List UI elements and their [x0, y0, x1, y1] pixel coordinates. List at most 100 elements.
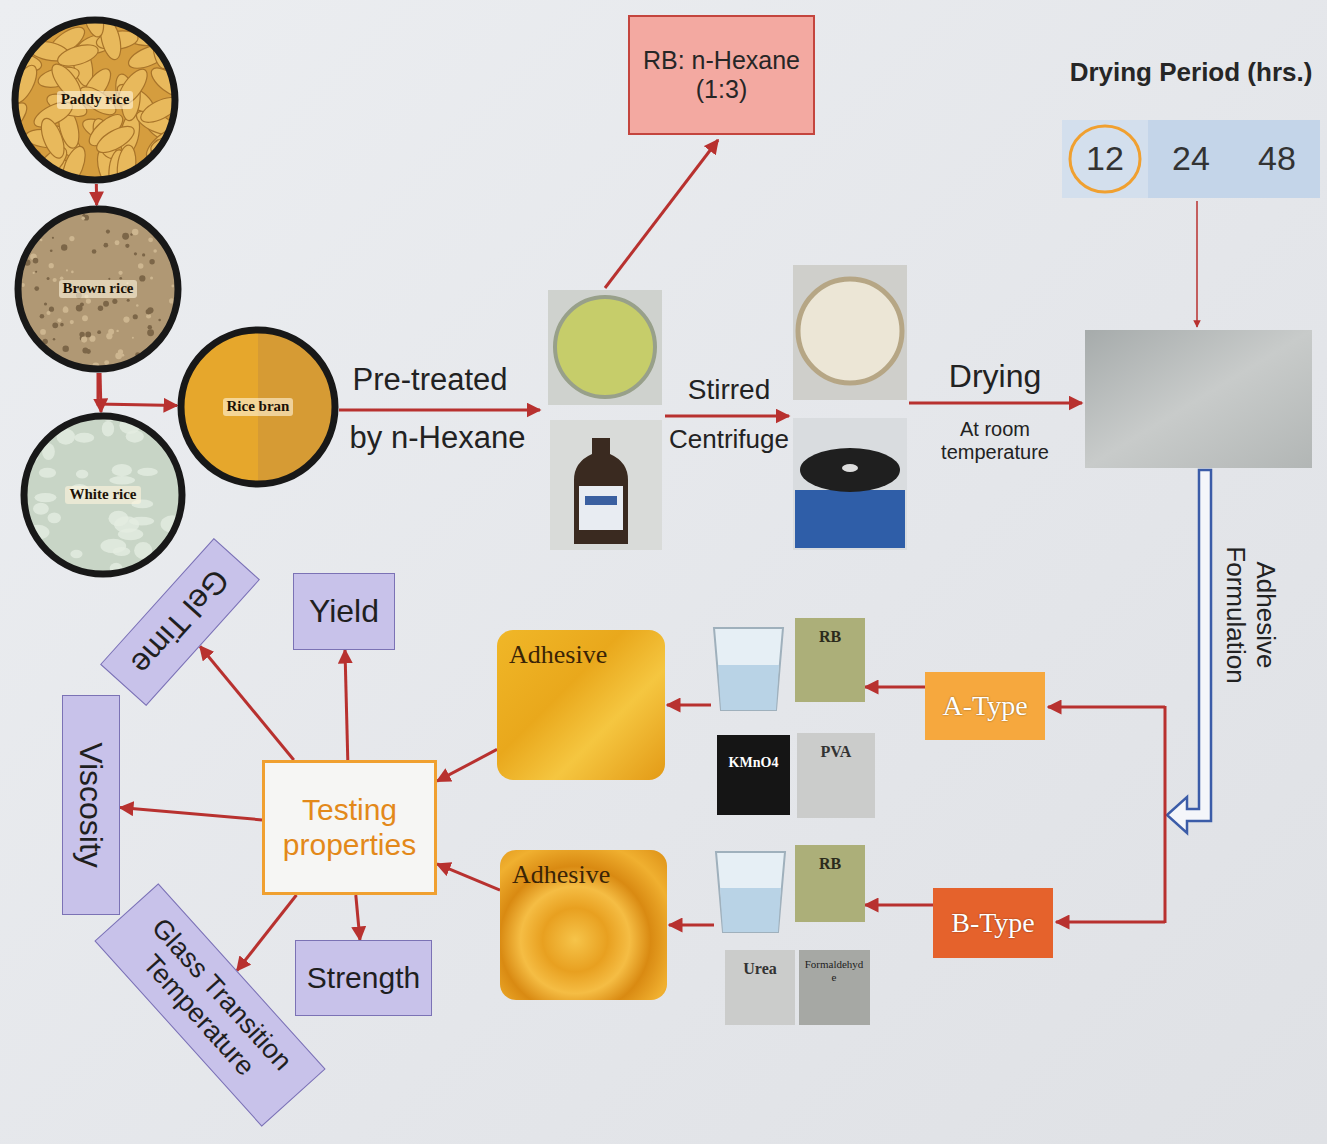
step-label: Pre-treated	[340, 358, 520, 402]
label-text: Centrifuge	[669, 425, 789, 455]
grain-speck	[147, 307, 153, 313]
water-glass	[714, 628, 783, 710]
node-text: PVA	[821, 743, 852, 761]
grain-speck	[53, 278, 57, 282]
flow-arrow	[345, 650, 348, 760]
grain-speck	[53, 338, 56, 341]
grain-speck	[174, 326, 181, 333]
grain-speck	[33, 258, 39, 264]
grain-speck	[116, 330, 118, 332]
step-label: Stirred	[668, 370, 790, 410]
split-line	[1164, 706, 1167, 923]
grain-speck	[37, 358, 44, 365]
grain-speck	[165, 355, 170, 360]
grain-blob	[118, 528, 143, 540]
rice-grain	[93, 121, 138, 157]
node-text: Yield	[309, 593, 379, 630]
grain-speck	[155, 355, 162, 362]
node-text: RB	[819, 628, 841, 646]
grain-speck	[46, 311, 50, 315]
flow-arrow	[865, 904, 933, 907]
grain-speck	[14, 362, 19, 367]
grain-blob	[26, 412, 47, 424]
grain-speck	[25, 234, 27, 236]
grain-speck	[40, 239, 43, 242]
grain-speck	[30, 232, 33, 235]
flow-arrow	[95, 184, 98, 205]
grain-blob	[113, 547, 131, 556]
node-text: 12	[1086, 139, 1124, 178]
photo-fill	[14, 205, 182, 373]
grain-speck	[134, 252, 137, 255]
grain-blob	[20, 556, 31, 570]
grain-speck	[125, 244, 129, 248]
grain-speck	[33, 272, 35, 274]
grain-speck	[68, 370, 73, 373]
grain-blob	[20, 555, 37, 566]
flow-arrow	[200, 646, 294, 760]
grain-speck	[40, 314, 45, 319]
grain-speck	[63, 307, 69, 313]
ingredient-box: RB	[795, 845, 865, 922]
property-box: Yield	[293, 573, 395, 650]
node-text: Adhesive	[509, 640, 607, 670]
photo-background	[548, 290, 662, 405]
grain-speck	[49, 307, 54, 312]
node-text: 24	[1172, 139, 1210, 178]
grain-speck	[104, 360, 109, 365]
grain-speck	[70, 320, 74, 324]
step-label: At room temperature	[925, 410, 1065, 472]
grain-speck	[173, 357, 179, 363]
photo-fill	[20, 412, 186, 578]
node-text: Drying Period (hrs.)	[1070, 58, 1313, 88]
drying-period-table: Drying Period (hrs.)122448	[1062, 58, 1320, 200]
process-arrow	[339, 409, 540, 412]
node-text: Adhesive	[512, 860, 610, 890]
flow-arrow	[865, 686, 925, 689]
ingredient-box: RB	[795, 618, 865, 702]
grain-speck	[150, 355, 156, 361]
dried-bran-photo	[1085, 330, 1312, 468]
grain-speck	[97, 330, 101, 334]
grain-speck	[69, 236, 74, 241]
grain-speck	[127, 299, 130, 302]
grain-speck	[106, 230, 110, 234]
grain-blob	[20, 429, 35, 447]
grain-speck	[158, 364, 161, 367]
table-cell: 24	[1148, 120, 1234, 198]
process-arrow	[669, 924, 714, 927]
process-arrow	[1048, 706, 1165, 709]
table-cell: 12	[1062, 120, 1148, 198]
grain-speck	[15, 356, 21, 362]
photo-fill	[177, 326, 339, 488]
type-box: A-Type	[925, 672, 1045, 740]
grain-speck	[82, 348, 88, 354]
grain-speck	[81, 217, 85, 221]
grain-blob	[129, 517, 154, 526]
grain-speck	[138, 263, 143, 268]
petri-dish	[555, 297, 655, 397]
ingredient-box: PVA	[797, 733, 875, 818]
rice-grain	[13, 148, 46, 184]
grain-blob	[76, 470, 88, 479]
adhesive-sample: Adhesive	[497, 630, 665, 780]
grain-speck	[158, 319, 161, 322]
photo-background	[793, 265, 907, 400]
grain-speck	[45, 205, 48, 208]
node-text: KMnO4	[729, 755, 779, 771]
property-box: Viscosity	[62, 695, 120, 915]
grain-speck	[66, 205, 68, 207]
grain-blob	[48, 512, 61, 523]
circle-outline	[24, 416, 182, 574]
grain-speck	[172, 236, 175, 239]
grain-blob	[70, 550, 82, 558]
ratio-box: RB: n-Hexane (1:3)	[628, 15, 815, 135]
label-text: by n-Hexane	[350, 420, 526, 456]
adhesive-sample: Adhesive	[500, 850, 667, 1000]
label-text: Pre-treated	[352, 362, 507, 398]
bottle-label	[579, 486, 623, 530]
grain-speck	[22, 216, 25, 219]
grain-speck	[63, 367, 70, 373]
grain-speck	[147, 329, 154, 336]
water	[718, 665, 779, 710]
